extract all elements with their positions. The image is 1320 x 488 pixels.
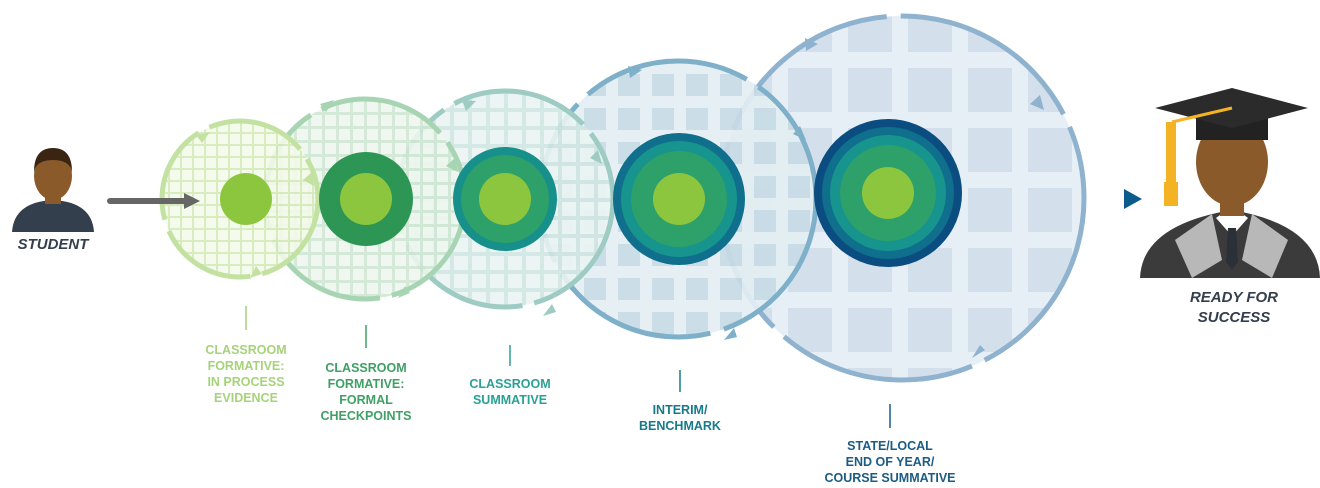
stage-node-2 <box>319 152 413 246</box>
label-line: CLASSROOM <box>469 377 551 391</box>
stage-label-2: CLASSROOM FORMATIVE: FORMAL CHECKPOINTS <box>306 360 426 424</box>
label-line: CLASSROOM <box>205 343 287 357</box>
label-line: COURSE SUMMATIVE <box>824 471 956 485</box>
label-line: BENCHMARK <box>639 419 721 433</box>
label-line: STATE/LOCAL <box>847 439 933 453</box>
stage-node-4 <box>613 133 745 265</box>
stage-label-1: CLASSROOM FORMATIVE: IN PROCESS EVIDENCE <box>186 342 306 406</box>
label-line: SUMMATIVE <box>472 393 548 407</box>
ready-for-success-label: READY FOR SUCCESS <box>1160 288 1308 328</box>
student-label: STUDENT <box>17 236 89 253</box>
label-line: INTERIM/ <box>652 403 708 417</box>
label-line: END OF YEAR/ <box>845 455 935 469</box>
stage-label-5: STATE/LOCAL END OF YEAR/ COURSE SUMMATIV… <box>810 438 970 486</box>
stage-label-4: INTERIM/ BENCHMARK <box>620 402 740 434</box>
stage-node-5 <box>814 119 962 267</box>
student-icon <box>12 148 94 232</box>
label-line: EVIDENCE <box>214 391 278 405</box>
ready-line-1: READY FOR <box>1189 289 1279 306</box>
graduate-icon <box>1140 88 1320 278</box>
label-line: FORMATIVE: <box>327 377 405 391</box>
ready-line-2: SUCCESS <box>1197 309 1271 326</box>
stage-node-3 <box>453 147 557 251</box>
student-input-arrow <box>107 193 200 209</box>
label-line: CHECKPOINTS <box>320 409 412 423</box>
label-line: IN PROCESS <box>207 375 285 389</box>
stage-node-1 <box>220 173 272 225</box>
label-line: FORMAL <box>339 393 393 407</box>
label-line: FORMATIVE: <box>207 359 285 373</box>
label-line: CLASSROOM <box>325 361 407 375</box>
stage-label-3: CLASSROOM SUMMATIVE <box>450 376 570 408</box>
